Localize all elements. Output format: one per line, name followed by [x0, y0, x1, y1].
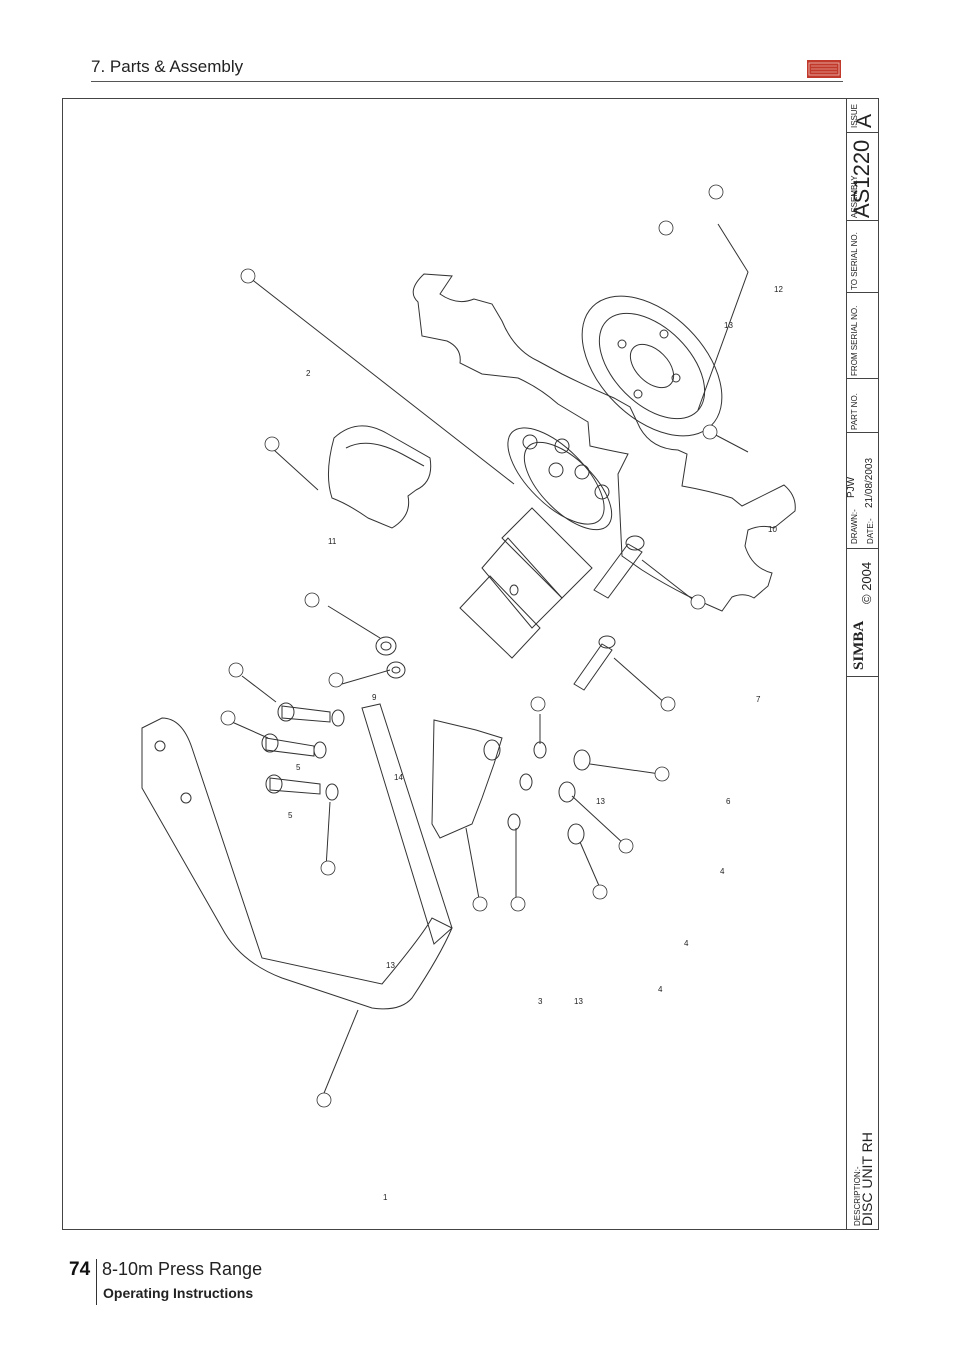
washer-13 — [331, 709, 345, 727]
drawn-value: PJW — [846, 476, 857, 498]
callout-9: 10 — [768, 525, 777, 534]
tine-shank — [141, 717, 453, 1010]
manual-type: Operating Instructions — [103, 1285, 254, 1301]
exploded-assembly-drawing — [141, 184, 796, 1108]
part-no-label: PART NO. — [850, 393, 859, 430]
callout-6: 6 — [726, 797, 731, 806]
simba-logo-title-block: SIMBA — [851, 620, 867, 670]
callout-layer: 2 12 13 11 10 9 5 14 5 13 7 6 4 4 4 3 13… — [62, 98, 846, 1230]
callout-4a: 4 — [720, 867, 725, 876]
callout-13a: 13 — [596, 797, 605, 806]
callout-7: 7 — [756, 695, 761, 704]
callout-12: 13 — [724, 321, 733, 330]
callout-1-shank: 1 — [383, 1193, 388, 1202]
date-label: DATE:- — [866, 518, 875, 544]
nut-8 — [375, 636, 397, 656]
disc-blade — [412, 273, 796, 612]
title-block-separator — [846, 378, 879, 379]
nut-4 — [573, 749, 591, 771]
washer-14 — [386, 661, 406, 679]
drawing-frame — [62, 98, 879, 1230]
title-block-separator — [846, 432, 879, 433]
simba-logo — [807, 60, 841, 78]
hub-body — [501, 507, 593, 599]
page-number: 74 — [69, 1259, 91, 1280]
bolt-6 — [573, 643, 613, 691]
callout-1: 2 — [306, 369, 311, 378]
callout-14: 14 — [394, 773, 403, 782]
description-value: DISC UNIT RH — [859, 1132, 875, 1226]
hub-flange — [507, 427, 605, 525]
callout-4b: 4 — [684, 939, 689, 948]
header-rule — [91, 81, 843, 82]
hub-spindle — [459, 575, 541, 659]
footer-rule — [96, 1259, 97, 1305]
date-value: 21/08/2003 — [864, 457, 875, 508]
title-block-separator — [846, 132, 879, 133]
from-serial-label: FROM SERIAL NO. — [850, 305, 859, 376]
title-block-separator — [846, 548, 879, 549]
bolt-5-bottom — [269, 777, 321, 795]
callout-13c: 13 — [386, 961, 395, 970]
callout-3: 3 — [538, 997, 543, 1006]
issue-value: A — [853, 113, 876, 128]
disc-hub-bore — [629, 343, 675, 389]
callout-8: 9 — [372, 693, 377, 702]
callout-5a: 5 — [296, 763, 301, 772]
callout-11: 12 — [774, 285, 783, 294]
title-block-divider — [846, 98, 847, 1230]
to-serial-label: TO SERIAL NO. — [850, 232, 859, 290]
callout-4c: 4 — [658, 985, 663, 994]
title-block-separator — [846, 220, 879, 221]
copyright: © 2004 — [859, 561, 874, 604]
title-block-separator — [846, 676, 879, 677]
callout-13b: 13 — [574, 997, 583, 1006]
assembly-number: AS1220 — [849, 139, 874, 218]
bolt-5-top — [281, 705, 331, 723]
dust-shield — [328, 425, 432, 529]
drawn-label: DRAWN:- — [850, 509, 859, 544]
callout-10: 11 — [328, 537, 337, 546]
title-block-separator — [846, 292, 879, 293]
product-range: 8-10m Press Range — [102, 1259, 263, 1279]
section-title: 7. Parts & Assembly — [91, 57, 244, 76]
callout-5b: 5 — [288, 811, 293, 820]
bolt-7 — [593, 543, 643, 599]
bolt-5-middle — [265, 737, 315, 757]
mounting-bracket — [431, 719, 503, 839]
